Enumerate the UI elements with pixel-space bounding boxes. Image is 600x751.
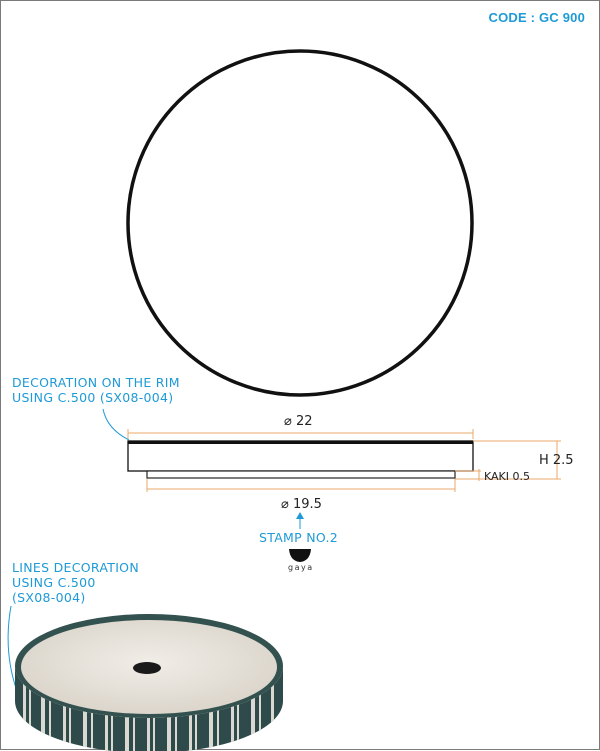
plate-center-dot: [133, 662, 161, 674]
lines-decoration-line3: (SX08-004): [12, 590, 86, 605]
stamp-logo-text: gaya: [288, 563, 314, 572]
rim-decoration-line1: DECORATION ON THE RIM: [12, 375, 180, 390]
stamp-leader-line: [296, 512, 304, 529]
product-code: CODE : GC 900: [488, 10, 585, 25]
base-diameter-label: ⌀ 19.5: [281, 497, 322, 512]
stamp-logo: [289, 549, 311, 562]
rim-leader-line: [102, 408, 130, 441]
dimension-lines: [127, 429, 561, 492]
lines-leader-line: [7, 605, 18, 692]
foot-ring-profile: [146, 470, 456, 479]
kaki-label: KAKI 0.5: [484, 470, 530, 483]
stamp-note: STAMP NO.2: [259, 530, 339, 545]
lines-decoration-line1: LINES DECORATION: [12, 560, 139, 575]
height-label: H 2.5: [539, 453, 574, 468]
side-profile: [127, 440, 474, 479]
rim-decoration-line2: USING C.500 (SX08-004): [12, 390, 174, 405]
lines-decoration-line2: USING C.500: [12, 575, 96, 590]
lines-decoration-note: LINES DECORATION USING C.500 (SX08-004): [12, 560, 139, 605]
rim-decoration-note: DECORATION ON THE RIM USING C.500 (SX08-…: [12, 375, 180, 405]
top-diameter-label: ⌀ 22: [284, 414, 313, 429]
plate-photo: [15, 614, 283, 751]
plate-body-profile: [127, 440, 474, 472]
top-view-circle: [126, 49, 474, 397]
